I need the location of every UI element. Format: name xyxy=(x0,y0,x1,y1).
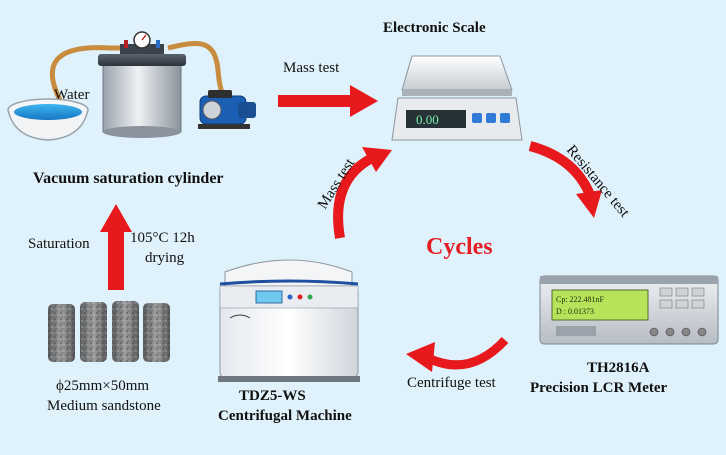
cycles-label: Cycles xyxy=(426,234,493,260)
vacuum-cylinder xyxy=(98,31,186,138)
centrifuge-test-label: Centrifuge test xyxy=(407,375,497,391)
saturation-label: Saturation xyxy=(28,236,90,252)
mass-test-top-label: Mass test xyxy=(283,60,340,76)
sandstone-samples xyxy=(48,301,170,362)
electronic-scale: 0.00 xyxy=(391,55,523,141)
resistance-test-arrowhead xyxy=(576,190,602,218)
lcr-meter: Cp: 222.481nF D : 0.01373 xyxy=(539,275,719,345)
sample-type-label: Medium sandstone xyxy=(47,398,161,414)
electronic-scale-label: Electronic Scale xyxy=(383,20,486,36)
lcr-description-label: Precision LCR Meter xyxy=(530,380,668,396)
sample-size-label: ϕ25mm×50mm xyxy=(56,378,149,394)
mass-test-curve-arrowhead xyxy=(362,147,392,172)
water-hose xyxy=(49,45,125,102)
water-bowl xyxy=(7,98,89,141)
resistance-test-arrow xyxy=(528,141,595,198)
centrifuge-description-label: Centrifugal Machine xyxy=(218,408,352,424)
lcr-model-label: TH2816A xyxy=(587,360,650,376)
lcr-display-line1: Cp: 222.481nF xyxy=(556,295,605,304)
saturation-arrow xyxy=(100,204,132,290)
centrifuge-test-arrowhead xyxy=(406,342,435,372)
resistance-test-label: Resistance test xyxy=(563,142,633,221)
vacuum-cylinder-label: Vacuum saturation cylinder xyxy=(33,170,224,187)
lcr-display-line2: D : 0.01373 xyxy=(556,307,594,316)
centrifuge-machine xyxy=(218,259,360,382)
drying-label: drying xyxy=(145,250,185,266)
vacuum-pump xyxy=(198,90,256,129)
drying-temp-label: 105°C 12h xyxy=(130,230,195,246)
centrifuge-test-arrow xyxy=(426,336,509,370)
water-label: Water xyxy=(54,87,89,103)
mass-test-curve-arrow xyxy=(333,153,375,239)
centrifuge-name-label: TDZ5-WS xyxy=(239,388,306,404)
mass-test-arrow xyxy=(278,85,378,117)
scale-display: 0.00 xyxy=(416,112,439,127)
vacuum-saturation-setup: Water xyxy=(7,31,256,141)
